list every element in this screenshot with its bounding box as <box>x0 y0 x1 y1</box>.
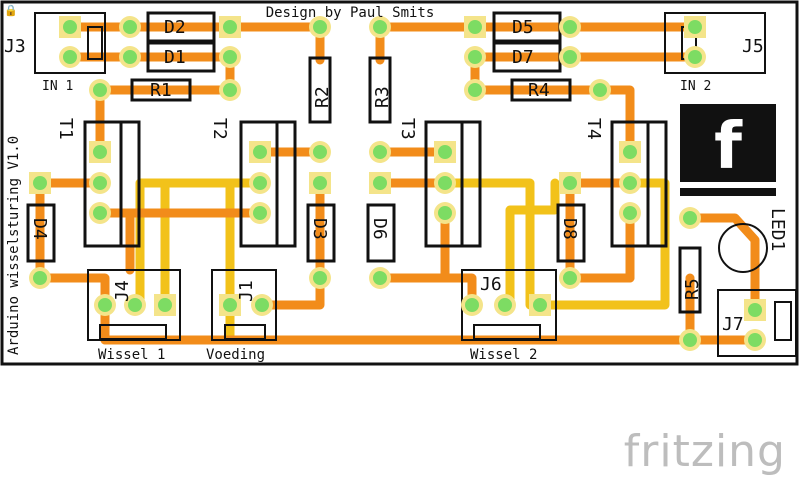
label-d3: D3 <box>309 218 330 240</box>
label-t4: T4 <box>583 118 604 140</box>
label-r2: R2 <box>312 86 333 108</box>
label-j7: J7 <box>722 314 744 335</box>
label-j6: J6 <box>480 274 502 295</box>
label-r5: R5 <box>682 278 703 300</box>
label-t1: T1 <box>55 118 76 140</box>
label-d6: D6 <box>369 218 390 240</box>
silkscreen <box>26 11 797 357</box>
pads <box>29 16 766 351</box>
label-d7: D7 <box>512 47 534 68</box>
label-in1: IN 1 <box>42 79 73 94</box>
credit-text: Design by Paul Smits <box>266 5 435 21</box>
label-voeding: Voeding <box>206 347 265 363</box>
label-d4: D4 <box>29 218 50 240</box>
label-j3: J3 <box>4 36 26 57</box>
label-d8: D8 <box>559 218 580 240</box>
label-j4: J4 <box>112 280 133 302</box>
label-j5: J5 <box>742 36 764 57</box>
label-wissel2: Wissel 2 <box>470 347 537 363</box>
label-wissel1: Wissel 1 <box>98 347 165 363</box>
logo-glyph: f <box>714 110 743 184</box>
label-in2: IN 2 <box>680 79 711 94</box>
label-d2: D2 <box>164 17 186 38</box>
label-j1: J1 <box>236 280 257 302</box>
label-r1: R1 <box>150 80 172 101</box>
label-d5: D5 <box>512 17 534 38</box>
fritzing-watermark: fritzing <box>623 426 786 477</box>
label-r4: R4 <box>528 80 550 101</box>
label-r3: R3 <box>372 86 393 108</box>
label-t2: T2 <box>209 118 230 140</box>
label-t3: T3 <box>397 118 418 140</box>
label-led1: LED1 <box>767 208 788 251</box>
board-title: Arduino wisselsturing V1.0 <box>6 136 22 355</box>
silk-labels: Design by Paul Smits Arduino wisselsturi… <box>4 5 788 363</box>
lock-icon: 🔒 <box>4 4 18 17</box>
fritzing-logo: f <box>680 104 776 196</box>
label-d1: D1 <box>164 47 186 68</box>
